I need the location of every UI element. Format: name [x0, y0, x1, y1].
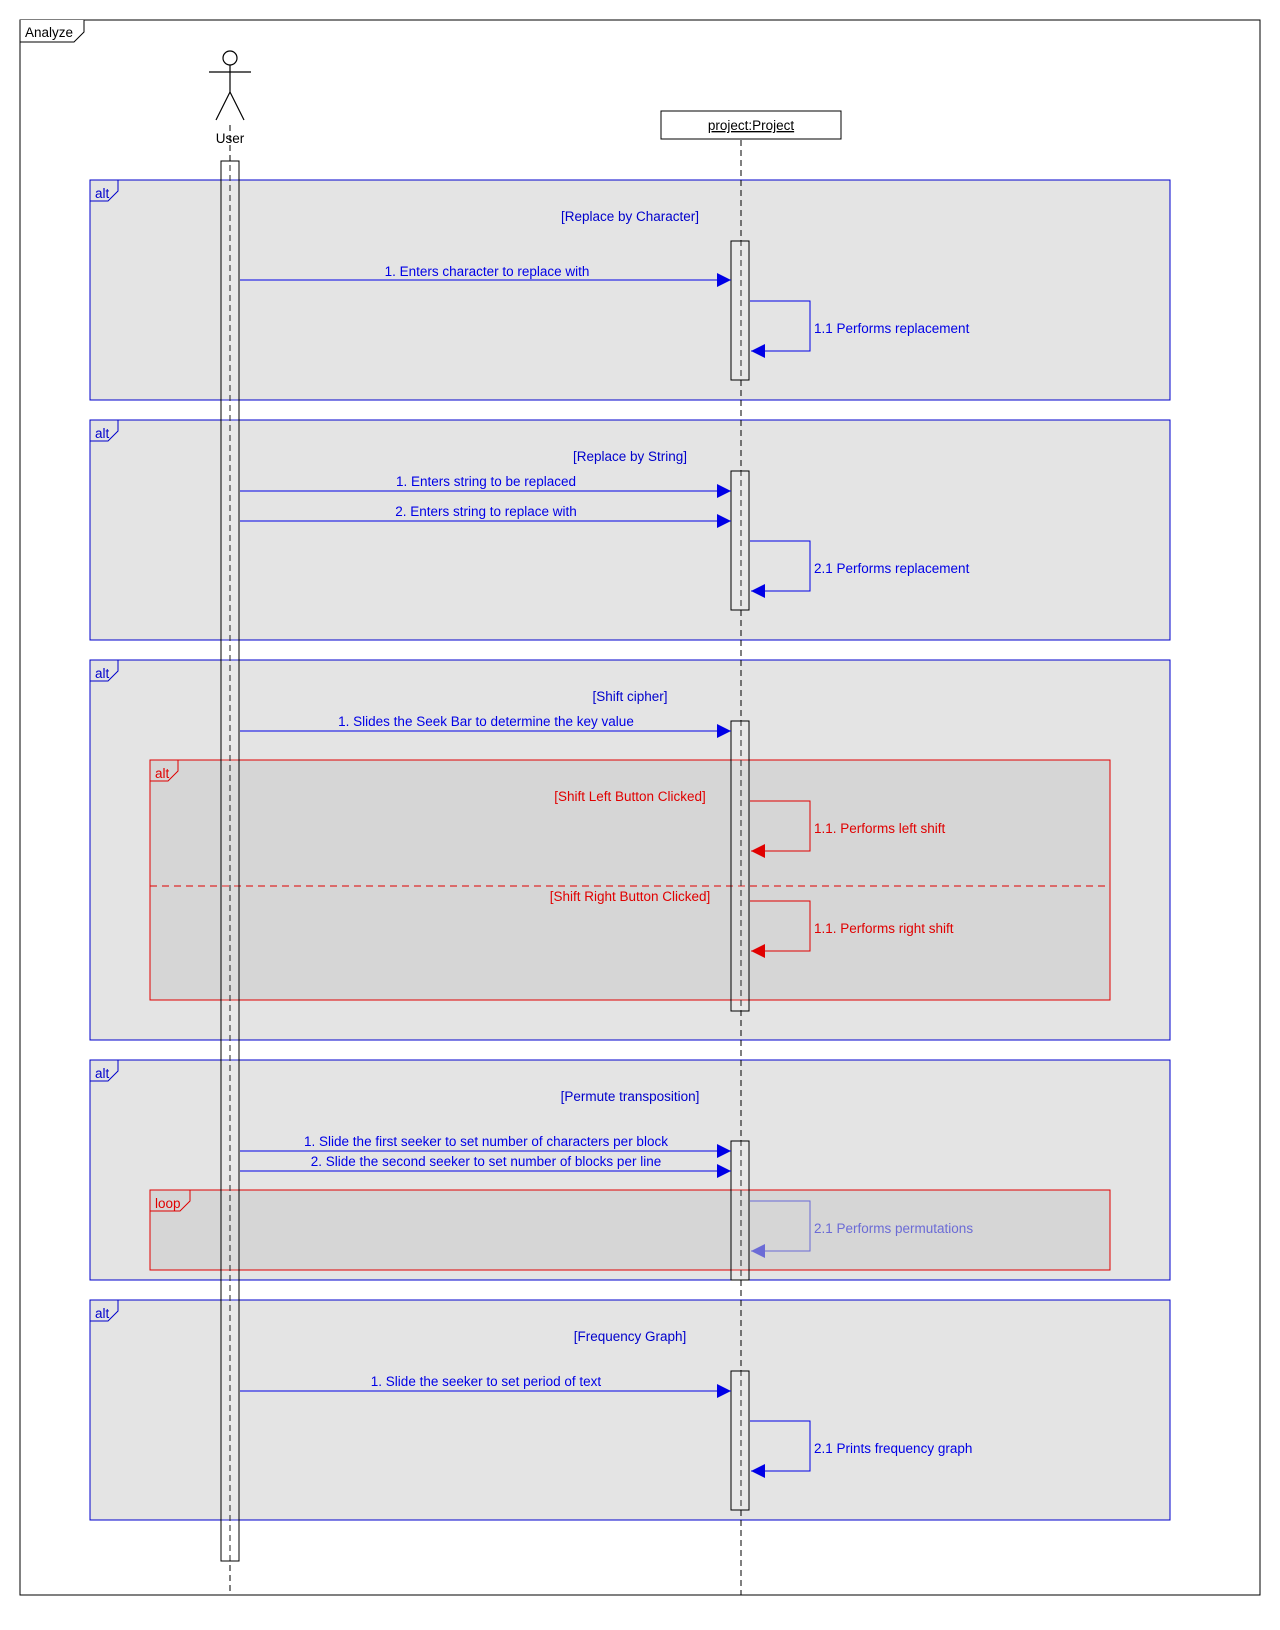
message-enters-string-to-replace-with: 2. Enters string to replace with	[240, 504, 731, 528]
message-label: 2.1 Prints frequency graph	[814, 1441, 972, 1456]
message-slide-first-seeker: 1. Slide the first seeker to set number …	[240, 1134, 731, 1158]
fragment-guard: [Replace by String]	[573, 449, 687, 464]
fragment-replace-by-character: alt [Replace by Character]	[89, 179, 1171, 401]
fragment-guard: [Replace by Character]	[561, 209, 699, 224]
fragment-tab	[90, 660, 119, 682]
message-label: 1. Slide the first seeker to set number …	[304, 1134, 668, 1149]
fragment-tab	[90, 1300, 119, 1322]
message-label: 1.1. Performs right shift	[814, 921, 954, 936]
message-label: 2.1 Performs permutations	[814, 1221, 973, 1236]
fragment-box	[89, 419, 1171, 641]
fragment-guard: [Shift cipher]	[592, 689, 667, 704]
message-label: 1. Slide the seeker to set period of tex…	[371, 1374, 602, 1389]
message-slide-second-seeker: 2. Slide the second seeker to set number…	[240, 1154, 731, 1178]
fragment-box	[89, 179, 1171, 401]
fragment-guard: [Frequency Graph]	[574, 1329, 687, 1344]
project-activation-bar	[730, 470, 750, 611]
message-arrow	[750, 540, 811, 598]
nested-fragment-loop: loop	[149, 1189, 1111, 1271]
fragment-box	[89, 1299, 1171, 1521]
self-message-left-shift: 1.1. Performs left shift	[750, 800, 946, 858]
stick-figure-icon	[209, 50, 251, 121]
message-label: 1.1 Performs replacement	[814, 321, 970, 336]
message-arrow	[750, 900, 811, 958]
message-arrow	[750, 1200, 811, 1258]
message-arrow	[750, 1420, 811, 1478]
fragment-tab	[90, 1060, 119, 1082]
nested-fragment-operator: loop	[155, 1196, 181, 1211]
project-lifeline-head: project:Project	[660, 110, 842, 140]
fragment-operator: alt	[95, 1306, 110, 1321]
fragment-operator: alt	[95, 426, 110, 441]
project-activation-bar	[730, 1140, 750, 1281]
nested-fragment-operator: alt	[155, 766, 170, 781]
nested-fragment-shift-buttons: alt [Shift Left Button Clicked] [Shift R…	[149, 759, 1111, 1001]
message-label: 1. Enters character to replace with	[385, 264, 590, 279]
message-enters-character: 1. Enters character to replace with	[240, 264, 731, 287]
operand-guard: [Shift Left Button Clicked]	[554, 789, 706, 804]
message-label: 1. Enters string to be replaced	[396, 474, 576, 489]
fragment-operator: alt	[95, 186, 110, 201]
message-label: 1. Slides the Seek Bar to determine the …	[338, 714, 634, 729]
self-message-right-shift: 1.1. Performs right shift	[750, 900, 954, 958]
operand-guard: [Shift Right Button Clicked]	[550, 889, 711, 904]
self-message-performs-replacement: 2.1 Performs replacement	[750, 540, 970, 598]
message-arrow	[750, 800, 811, 858]
nested-fragment-box	[149, 759, 1111, 1001]
message-label: 2. Enters string to replace with	[395, 504, 577, 519]
fragment-operator: alt	[95, 666, 110, 681]
fragment-tab	[90, 420, 119, 442]
message-enters-string-to-be-replaced: 1. Enters string to be replaced	[240, 474, 731, 498]
user-actor: User	[209, 50, 251, 146]
nested-fragment-tab	[150, 1190, 191, 1212]
fragment-frequency-graph: alt [Frequency Graph]	[89, 1299, 1171, 1521]
fragment-operator: alt	[95, 1066, 110, 1081]
lifeline-label: project:Project	[708, 118, 795, 133]
project-activation-bar	[730, 1370, 750, 1511]
message-slide-seeker-period: 1. Slide the seeker to set period of tex…	[240, 1374, 731, 1398]
frame-tab	[19, 20, 85, 43]
self-message-prints-frequency-graph: 2.1 Prints frequency graph	[750, 1420, 972, 1478]
fragment-tab	[90, 180, 119, 202]
message-label: 2. Slide the second seeker to set number…	[311, 1154, 661, 1169]
lifeline-box	[660, 110, 842, 140]
nested-fragment-box	[149, 1189, 1111, 1271]
message-label: 2.1 Performs replacement	[814, 561, 970, 576]
message-label: 1.1. Performs left shift	[814, 821, 946, 836]
frame-title: Analyze	[25, 25, 73, 40]
project-activation-bar	[730, 240, 750, 381]
message-slides-seek-bar: 1. Slides the Seek Bar to determine the …	[240, 714, 731, 738]
project-activation-bar	[730, 720, 750, 1012]
self-message-performs-replacement: 1.1 Performs replacement	[750, 300, 970, 358]
self-message-performs-permutations: 2.1 Performs permutations	[750, 1200, 973, 1258]
nested-fragment-tab	[150, 760, 179, 782]
user-activation-bar	[220, 160, 240, 1562]
fragment-guard: [Permute transposition]	[561, 1089, 700, 1104]
fragment-replace-by-string: alt [Replace by String]	[89, 419, 1171, 641]
message-arrow	[750, 300, 811, 358]
